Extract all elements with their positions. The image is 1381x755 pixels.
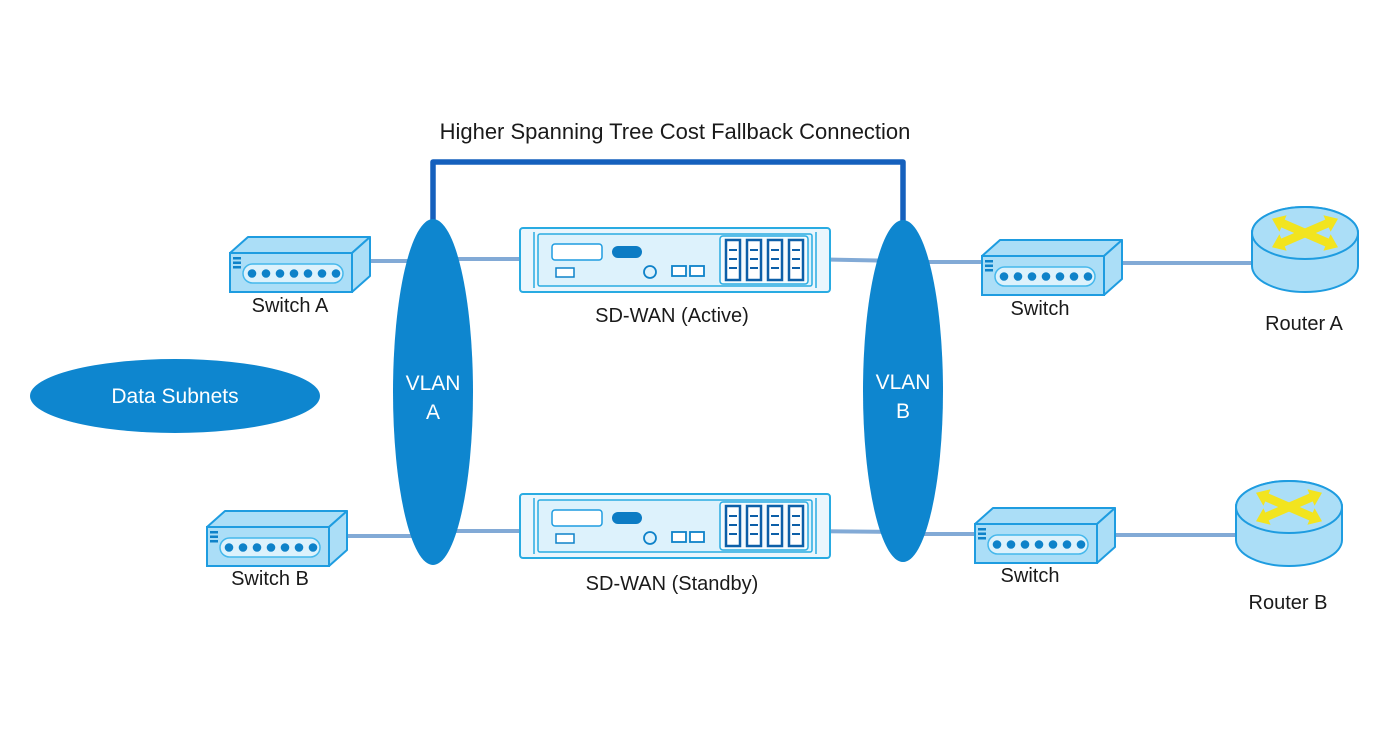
vlan-a-ellipse — [393, 219, 473, 565]
vlan-b-name: VLAN — [876, 371, 931, 394]
switch-top-right-label: Switch — [1011, 298, 1070, 320]
vlan-a-id: A — [426, 401, 440, 424]
sdwan-standby-icon — [518, 492, 832, 560]
switch-top-right-icon — [981, 239, 1123, 296]
switch-b-label: Switch B — [231, 568, 309, 590]
switch-b-icon — [206, 510, 348, 567]
data-subnets-ellipse — [30, 359, 320, 433]
vlan-b-id: B — [896, 400, 910, 423]
sdwan-active-icon — [518, 226, 832, 294]
sdwan-active-label: SD-WAN (Active) — [595, 305, 749, 327]
vlan-a-name: VLAN — [406, 372, 461, 395]
switch-a-label: Switch A — [252, 295, 329, 317]
switch-a-icon — [229, 236, 371, 293]
router-b-icon — [1236, 481, 1342, 566]
data-subnets-label: Data Subnets — [111, 385, 238, 408]
vlan-b-ellipse — [863, 220, 943, 562]
switch-bottom-right-label: Switch — [1001, 565, 1060, 587]
router-b-label: Router B — [1249, 592, 1328, 614]
diagram-title: Higher Spanning Tree Cost Fallback Conne… — [440, 119, 911, 144]
fallback-connection-line — [430, 159, 906, 223]
router-a-label: Router A — [1265, 313, 1343, 335]
router-a-icon — [1252, 207, 1358, 292]
sdwan-standby-label: SD-WAN (Standby) — [586, 573, 759, 595]
switch-bottom-right-icon — [974, 507, 1116, 564]
